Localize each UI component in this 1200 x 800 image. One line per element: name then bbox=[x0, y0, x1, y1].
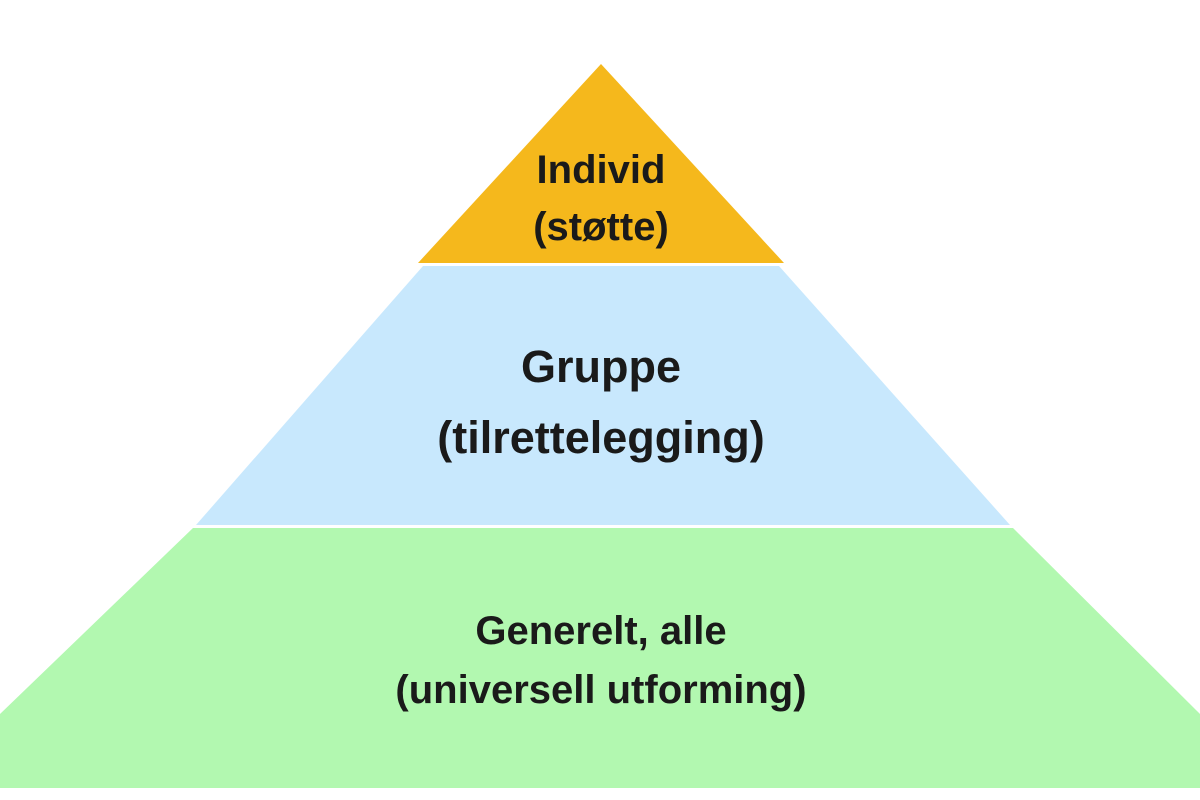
tier-group-title: Gruppe bbox=[521, 341, 681, 392]
tier-group-subtitle: (tilrettelegging) bbox=[437, 412, 764, 463]
tier-general-subtitle: (universell utforming) bbox=[395, 668, 806, 712]
tier-individual-shape bbox=[418, 64, 784, 263]
tier-general-title: Generelt, alle bbox=[475, 609, 726, 653]
tier-individual-title: Individ bbox=[537, 148, 666, 192]
tier-individual-subtitle: (støtte) bbox=[533, 205, 669, 249]
tier-group-shape bbox=[196, 266, 1010, 525]
tier-general-shape bbox=[0, 528, 1200, 788]
